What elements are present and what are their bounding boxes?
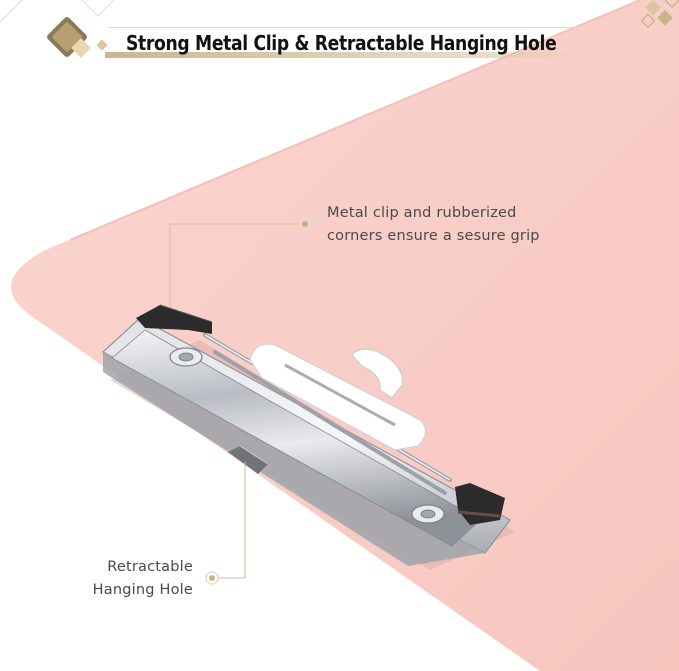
headline: Strong Metal Clip & Retractable Hanging … <box>126 31 557 55</box>
clipboard-board <box>11 0 679 671</box>
diamond-logo-icon <box>0 0 115 58</box>
rubber-corner-lower <box>455 483 505 525</box>
callout-clip-leader <box>169 217 312 306</box>
headline-underline <box>105 52 625 58</box>
rubber-corner-upper <box>136 304 213 334</box>
callout-hole: Retractable Hanging Hole <box>86 556 193 602</box>
callout-hole-line-1: Retractable <box>107 559 193 575</box>
clipboard-board-top-edge <box>69 0 641 241</box>
callout-clip: Metal clip and rubberized corners ensure… <box>327 202 540 248</box>
headline-bar-faint <box>108 27 608 28</box>
callout-hole-leader <box>205 462 246 585</box>
callout-hole-line-2: Hanging Hole <box>92 582 193 598</box>
callout-dot-icon <box>205 571 219 585</box>
callout-dot-icon <box>298 217 312 231</box>
callout-clip-line-2: corners ensure a sesure grip <box>327 228 540 244</box>
hanging-hook <box>249 343 427 451</box>
retractable-hanging-hole <box>228 445 269 474</box>
clip-rivet-upper <box>169 347 203 367</box>
clip-rivet-lower <box>411 504 445 524</box>
callout-clip-line-1: Metal clip and rubberized <box>327 205 517 221</box>
